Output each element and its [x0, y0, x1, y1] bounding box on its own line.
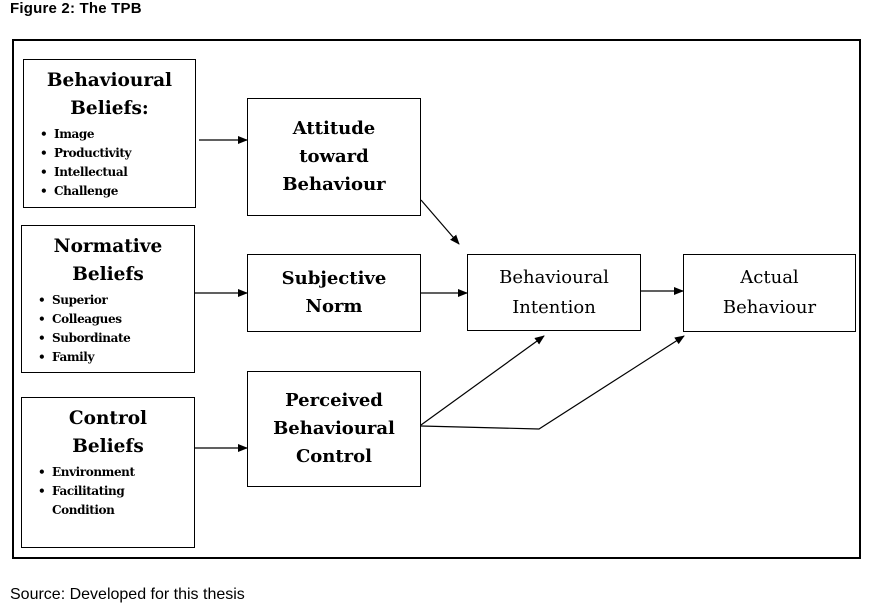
list-item: Image	[40, 125, 195, 144]
list-item: Productivity	[40, 144, 195, 163]
control-beliefs-title: Control Beliefs	[68, 408, 148, 457]
perceived-control-title: Perceived Behavioural Control	[273, 390, 395, 467]
intention-title: Behavioural Intention	[499, 266, 609, 318]
list-item: Challenge	[40, 182, 195, 201]
actual-behaviour-box: Actual Behaviour	[683, 254, 856, 332]
arrow-perceived-to-actual	[420, 335, 685, 430]
arrow-perceived-to-intention	[420, 335, 545, 426]
control-beliefs-list: Environment Facilitating Condition	[22, 463, 194, 520]
behavioural-beliefs-box: Behavioural Beliefs: Image Productivity …	[23, 59, 196, 208]
list-item: Family	[38, 348, 194, 367]
normative-beliefs-title: Normative Beliefs	[53, 236, 163, 285]
normative-beliefs-list: Superior Colleagues Subordinate Family	[22, 291, 194, 367]
list-item: Intellectual	[40, 163, 195, 182]
behavioural-beliefs-list: Image Productivity Intellectual Challeng…	[24, 125, 195, 201]
subjective-norm-title: Subjective Norm	[281, 268, 387, 317]
source-caption: Source: Developed for this thesis	[10, 586, 245, 603]
attitude-box: Attitude toward Behaviour	[247, 98, 421, 216]
attitude-title: Attitude toward Behaviour	[282, 118, 386, 195]
list-item: Subordinate	[38, 329, 194, 348]
normative-beliefs-box: Normative Beliefs Superior Colleagues Su…	[21, 225, 195, 373]
arrow-attitude-to-intention	[420, 199, 460, 245]
list-item: Environment	[38, 463, 194, 482]
behavioural-beliefs-title: Behavioural Beliefs:	[46, 70, 173, 119]
intention-box: Behavioural Intention	[467, 254, 641, 331]
list-item: Facilitating Condition	[38, 482, 194, 520]
actual-behaviour-title: Actual Behaviour	[722, 267, 817, 318]
list-item: Superior	[38, 291, 194, 310]
perceived-control-box: Perceived Behavioural Control	[247, 371, 421, 487]
diagram-frame	[12, 39, 861, 559]
control-beliefs-box: Control Beliefs Environment Facilitating…	[21, 397, 195, 548]
list-item: Colleagues	[38, 310, 194, 329]
figure-title: Figure 2: The TPB	[10, 0, 142, 17]
subjective-norm-box: Subjective Norm	[247, 254, 421, 332]
